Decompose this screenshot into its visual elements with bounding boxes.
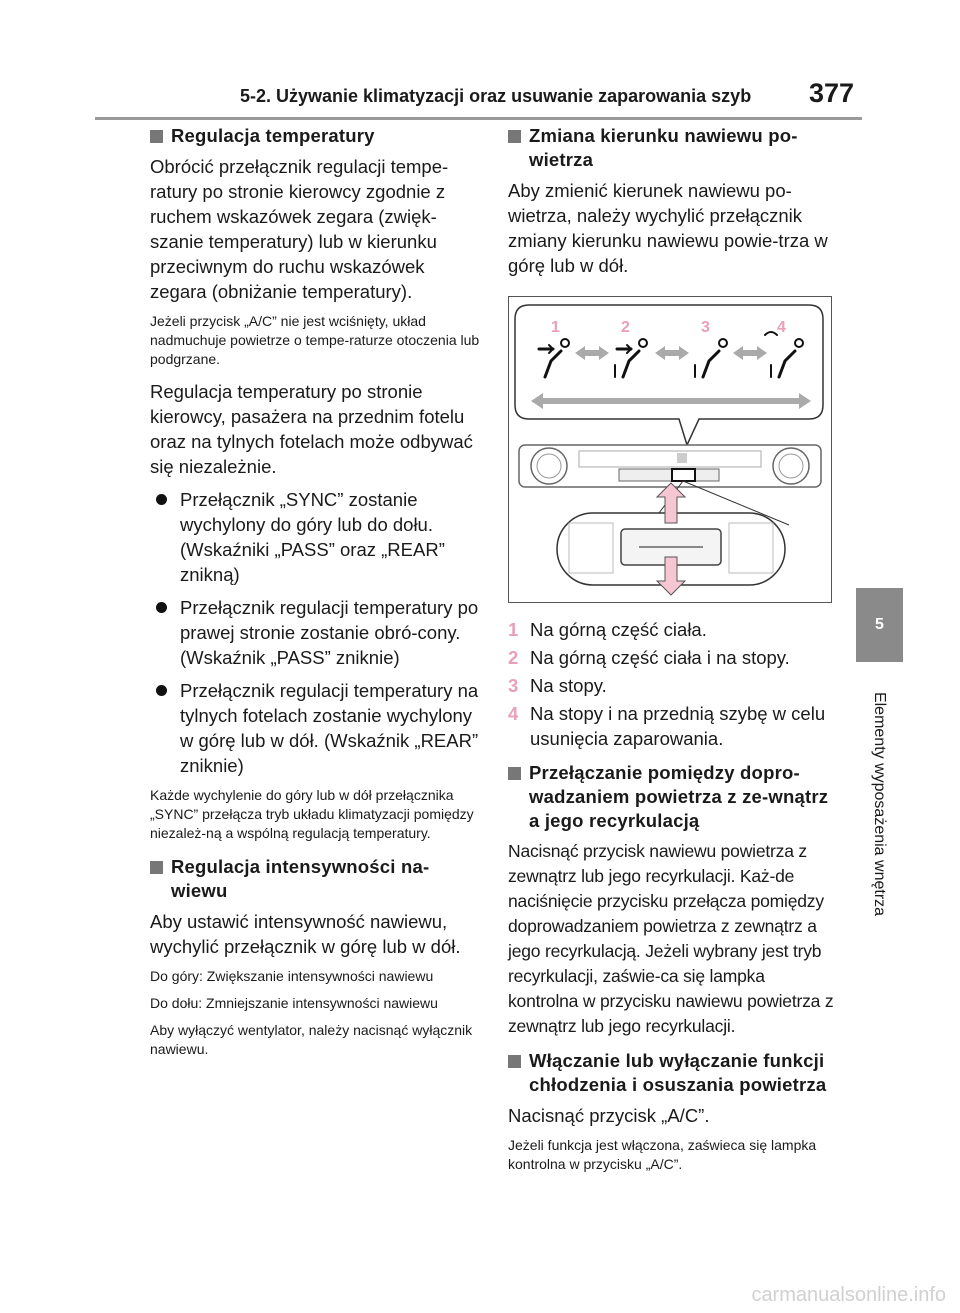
chapter-tab: 5 [856, 588, 903, 662]
note: Jeżeli przycisk „A/C” nie jest wciśnięty… [150, 313, 480, 367]
heading-fan-speed: Regulacja intensywności na-wiewu [150, 855, 485, 903]
square-bullet-icon [508, 1055, 521, 1068]
up-arrow-icon [655, 482, 687, 524]
airflow-diagram-svg: 1 2 3 4 [514, 304, 824, 596]
chapter-label-text: Elementy wyposażenia wnętrza [871, 691, 888, 917]
down-arrow-icon [655, 556, 687, 596]
switch-row [618, 468, 720, 482]
page-number: 377 [808, 78, 854, 108]
seat-feet-icon [694, 338, 728, 379]
paragraph: Regulacja temperatury po stronie kierowc… [150, 381, 473, 477]
mode-label: 2 [621, 319, 630, 336]
bullet-dot-icon [156, 602, 167, 613]
bullet-item: Przełącznik regulacji temperatury na tyl… [150, 678, 485, 778]
section-title: 5-2. Używanie klimatyzacji oraz usuwanie… [240, 86, 752, 106]
page-header: 5-2. Używanie klimatyzacji oraz usuwanie… [240, 78, 862, 118]
header-divider [95, 117, 862, 120]
mode-label: 4 [777, 319, 786, 336]
heading-recirculation: Przełączanie pomiędzy dopro-wadzaniem po… [508, 761, 834, 833]
indicator-square [677, 453, 687, 463]
left-column: Regulacja temperatury Obrócić przełączni… [150, 122, 485, 1059]
paragraph: Nacisnąć przycisk „A/C”. [508, 1105, 710, 1126]
bullet-dot-icon [156, 494, 167, 505]
paragraph: Nacisnąć przycisk nawiewu powietrza z ze… [508, 841, 834, 1036]
right-column: Zmiana kierunku nawiewu po-wietrza Aby z… [508, 122, 834, 1174]
seat-feet-defrost-icon [764, 331, 804, 379]
note: Jeżeli funkcja jest włączona, zaświeca s… [508, 1137, 817, 1172]
square-bullet-icon [150, 861, 163, 874]
mode-label: 1 [551, 319, 560, 336]
paragraph: Aby zmienić kierunek nawiewu po-wietrza,… [508, 180, 828, 276]
airflow-mode-switch [671, 468, 696, 482]
double-arrow-icon [575, 346, 767, 360]
cycle-arrow-icon [531, 393, 811, 409]
watermark: carmanualsonline.info [751, 1284, 946, 1306]
chapter-tab-label: Elementy wyposażenia wnętrza [866, 678, 892, 938]
heading-ac: Włączanie lub wyłączanie funkcji chłodze… [508, 1049, 834, 1097]
display-strip [578, 450, 762, 468]
note: Aby wyłączyć wentylator, należy nacisnąć… [150, 1022, 473, 1057]
note: Do góry: Zwiększanie intensywności nawie… [150, 968, 434, 984]
square-bullet-icon [150, 130, 163, 143]
square-bullet-icon [508, 767, 521, 780]
seat-face-feet-icon [614, 338, 648, 379]
note: Do dołu: Zmniejszanie intensywności nawi… [150, 995, 438, 1011]
bullet-dot-icon [156, 685, 167, 696]
mode-label: 3 [701, 319, 710, 336]
paragraph: Obrócić przełącznik regulacji tempe-ratu… [150, 156, 449, 302]
note: Każde wychylenie do góry lub w dół przeł… [150, 787, 474, 841]
heading-temperature: Regulacja temperatury [150, 124, 485, 148]
square-bullet-icon [508, 130, 521, 143]
airflow-diagram: 1 2 3 4 [508, 296, 832, 603]
paragraph: Aby ustawić intensywność nawiewu, wychyl… [150, 911, 461, 957]
bullet-item: Przełącznik regulacji temperatury po pra… [150, 595, 485, 670]
heading-airflow-direction: Zmiana kierunku nawiewu po-wietrza [508, 124, 834, 172]
right-temp-dial [772, 447, 810, 485]
seat-face-icon [537, 338, 570, 379]
left-temp-dial [530, 447, 568, 485]
bullet-item: Przełącznik „SYNC” zostanie wychylony do… [150, 487, 485, 587]
